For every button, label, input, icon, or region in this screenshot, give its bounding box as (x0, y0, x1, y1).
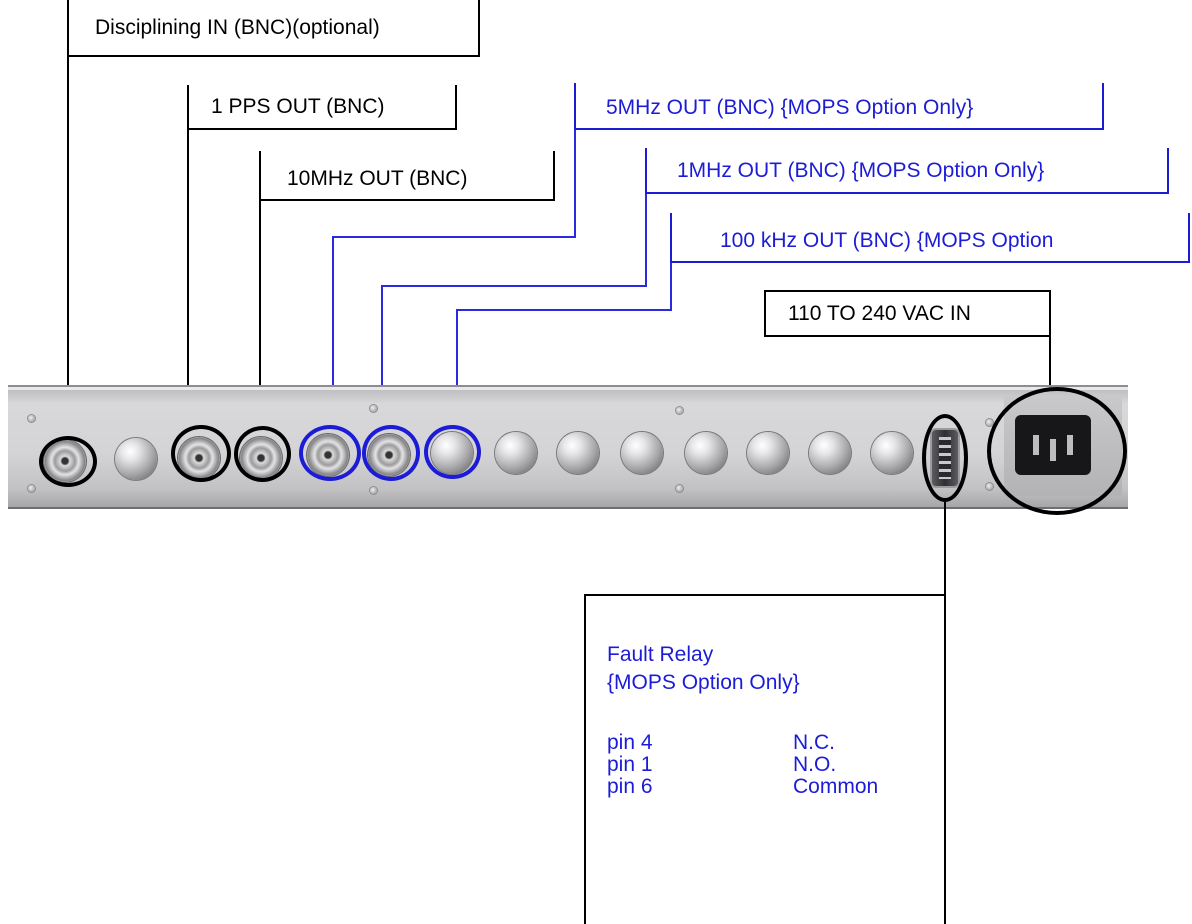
label-100khz-out: 100 kHz OUT (BNC) {MOPS Option (670, 213, 1190, 263)
panel-screw (986, 483, 993, 490)
relay-pin-function: N.O. (793, 754, 836, 775)
blank-plug (557, 432, 599, 474)
panel-screw (676, 407, 683, 414)
panel-screw (676, 485, 683, 492)
relay-pin-number: pin 6 (607, 776, 653, 797)
label-5mhz-out-text: 5MHz OUT (BNC) {MOPS Option Only} (606, 97, 973, 118)
leader-ac-in (1049, 337, 1051, 389)
highlight-100khz-out (424, 425, 481, 479)
relay-pin-number: pin 4 (607, 732, 653, 753)
label-disciplining-in: Disciplining IN (BNC)(optional) (67, 0, 480, 57)
leader-1mhz-out-riser (645, 194, 647, 287)
label-1mhz-out: 1MHz OUT (BNC) {MOPS Option Only} (645, 148, 1169, 194)
leader-fault-relay (944, 500, 946, 596)
relay-pin-number: pin 1 (607, 754, 653, 775)
highlight-1pps-out (171, 425, 231, 482)
highlight-5mhz-out (299, 425, 361, 481)
highlight-ac-in (987, 387, 1127, 515)
highlight-10mhz-out (234, 426, 291, 482)
highlight-disciplining-in (39, 436, 97, 487)
label-1pps-out: 1 PPS OUT (BNC) (187, 85, 457, 130)
leader-100khz-out-riser (670, 263, 672, 311)
blank-plug (621, 432, 663, 474)
blank-plug (747, 432, 789, 474)
blank-plug (495, 432, 537, 474)
fault-relay-title: Fault Relay (607, 644, 713, 665)
fault-relay-callout: Fault Relay {MOPS Option Only} pin 4 N.C… (584, 594, 946, 924)
panel-screw (370, 405, 377, 412)
label-10mhz-out-text: 10MHz OUT (BNC) (287, 168, 467, 189)
panel-screw (370, 487, 377, 494)
panel-screw (28, 485, 35, 492)
relay-pin-function: N.C. (793, 732, 835, 753)
panel-screw (28, 415, 35, 422)
label-ac-in: 110 TO 240 VAC IN (764, 290, 1051, 337)
label-ac-in-text: 110 TO 240 VAC IN (788, 303, 971, 324)
fault-relay-subtitle: {MOPS Option Only} (607, 672, 800, 693)
label-1mhz-out-text: 1MHz OUT (BNC) {MOPS Option Only} (677, 160, 1044, 181)
label-10mhz-out: 10MHz OUT (BNC) (259, 151, 555, 201)
blank-plug (809, 432, 851, 474)
label-100khz-out-text: 100 kHz OUT (BNC) {MOPS Option (720, 230, 1053, 251)
label-disciplining-in-text: Disciplining IN (BNC)(optional) (95, 17, 380, 38)
highlight-fault-relay (922, 414, 968, 502)
blank-plug (685, 432, 727, 474)
label-1pps-out-text: 1 PPS OUT (BNC) (211, 96, 384, 117)
blank-plug (871, 432, 913, 474)
highlight-1mhz-out (362, 425, 420, 481)
blank-plug (115, 438, 157, 480)
leader-5mhz-out-riser (574, 130, 576, 238)
label-5mhz-out: 5MHz OUT (BNC) {MOPS Option Only} (574, 83, 1104, 130)
leader-disciplining-in (67, 57, 69, 440)
relay-pin-function: Common (793, 776, 878, 797)
